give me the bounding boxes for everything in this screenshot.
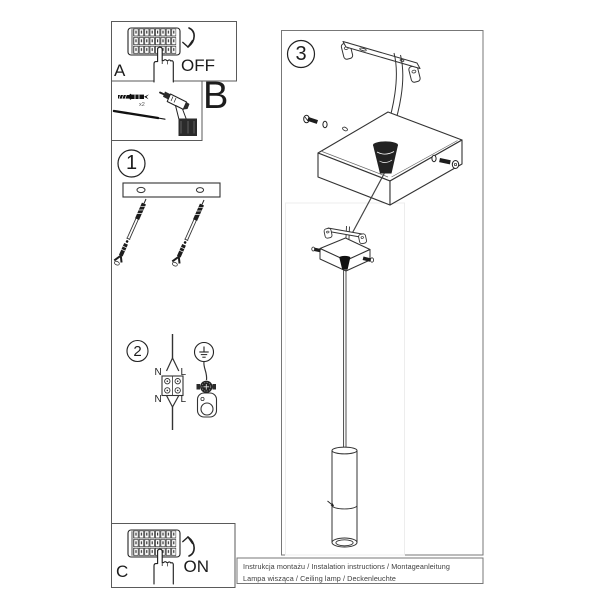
step-3-number: 3 <box>295 43 307 65</box>
pendant-lamp-icon <box>327 446 358 548</box>
terminal-n-bottom-label: N <box>154 393 162 405</box>
panel-b-label: B <box>203 75 229 117</box>
step-2-number: 2 <box>133 342 142 360</box>
panel-a-label: A <box>114 61 126 80</box>
ground-terminal-icon <box>196 361 218 418</box>
arrow-down-icon <box>182 27 195 48</box>
mounting-bracket-icon <box>122 182 221 198</box>
footer-box <box>236 557 484 584</box>
step-2-circle <box>126 339 149 363</box>
footer-title-line: Instrukcja montażu / Instalation instruc… <box>243 562 450 571</box>
terminal-block-icon <box>161 334 184 430</box>
terminal-l-bottom-label: L <box>180 393 187 405</box>
step-1-number: 1 <box>125 152 138 174</box>
ceiling-bracket-icon <box>340 41 421 142</box>
panel-c-label: C <box>116 561 129 581</box>
screw-anchor-left-icon <box>111 196 151 268</box>
step-1-circle <box>117 149 146 178</box>
off-label: OFF <box>181 55 215 75</box>
screw-count-label: x2 <box>139 101 145 108</box>
drill-bit-icon <box>112 109 166 120</box>
step-3-circle <box>286 39 316 69</box>
suspension-cable <box>343 270 347 450</box>
screw-anchor-right-icon <box>169 197 209 269</box>
scan-artifact-box <box>285 202 405 556</box>
canopy-exploded-icon <box>303 111 463 235</box>
footer-product-line: Lampa wisząca / Ceiling lamp / Deckenleu… <box>243 573 397 583</box>
earth-symbol-icon <box>193 341 215 363</box>
wall-plug-icon <box>118 93 149 100</box>
drill-icon <box>159 91 197 136</box>
arrow-up-icon <box>182 536 195 557</box>
on-label: ON <box>183 556 210 576</box>
terminal-n-top-label: N <box>154 367 162 378</box>
panel-c-box <box>111 523 236 588</box>
panel-3-box <box>281 30 484 556</box>
terminal-l-top-label: L <box>180 367 187 378</box>
